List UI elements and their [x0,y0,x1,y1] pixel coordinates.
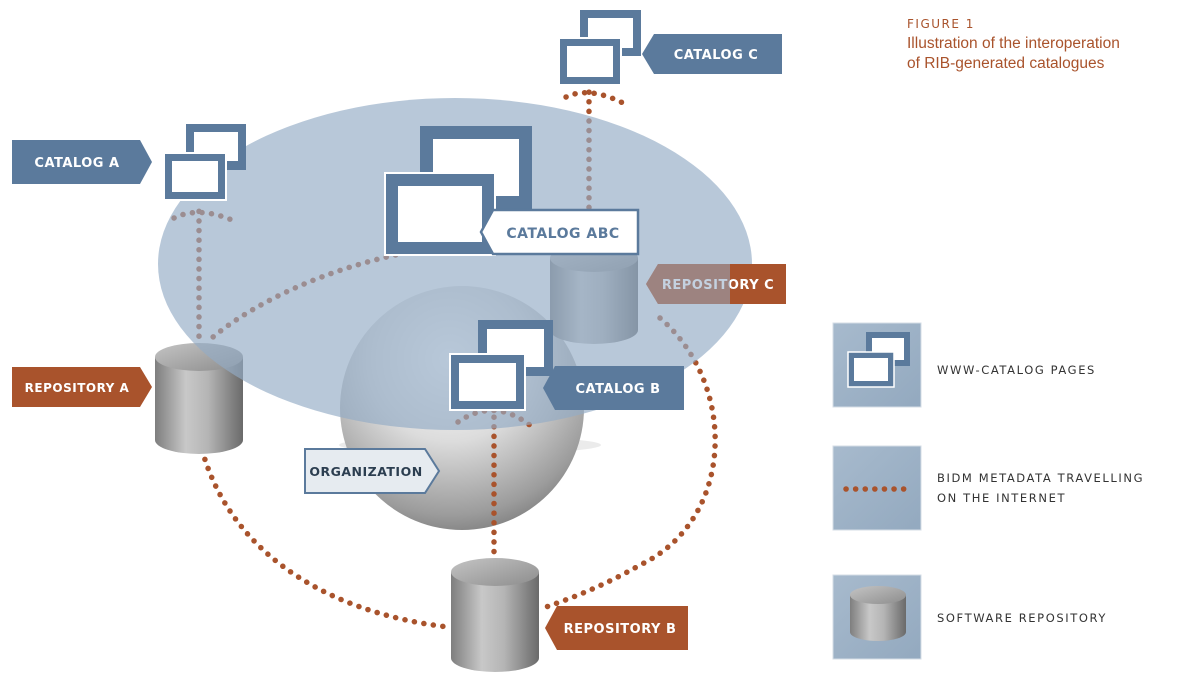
repository-b-cylinder [451,558,539,672]
catalog-c-label: CATALOG C [642,34,782,74]
legend-catalog-pages-text: WWW-CATALOG PAGES [937,363,1096,377]
repository-a-label: REPOSITORY A [12,367,152,407]
legend-metadata-item: BIDM METADATA TRAVELLING ON THE INTERNET [832,445,1144,531]
legend-metadata-text-line-1: BIDM METADATA TRAVELLING [937,471,1144,485]
catalog-abc-text: CATALOG ABC [506,226,619,242]
figure-caption: FIGURE 1 Illustration of the interoperat… [907,14,1191,74]
figure-number: FIGURE 1 [907,17,975,31]
repository-a-text: REPOSITORY A [25,381,130,395]
catalog-a-label: CATALOG A [12,140,152,184]
catalog-c-text: CATALOG C [674,48,759,63]
metadata-path-c-fan [563,89,626,106]
figure-caption-line-2: of RIB-generated catalogues [907,55,1105,72]
organization-text: ORGANIZATION [309,464,422,479]
repository-b-label: REPOSITORY B [545,606,688,650]
metadata-path-repo-c-to-b [543,315,718,610]
catalog-a-text: CATALOG A [34,156,119,171]
catalog-abc-pages-icon [384,126,532,256]
legend-cylinder-icon [850,586,906,641]
catalog-c-pages-icon [558,10,641,86]
catalog-abc-label: CATALOG ABC [479,208,640,256]
catalog-b-label: CATALOG B [543,366,684,410]
catalog-b-text: CATALOG B [576,382,661,397]
metadata-path-repo-a-to-b [193,419,451,630]
legend: WWW-CATALOG PAGES BIDM METADATA TRAVELLI… [832,322,1144,660]
catalog-a-pages-icon [163,124,246,201]
repository-c-label-overlay [646,264,730,304]
organization-label: ORGANIZATION [304,448,441,494]
catalog-b-pages-icon [449,320,553,411]
legend-catalog-pages-item: WWW-CATALOG PAGES [832,322,1096,408]
legend-repository-item: SOFTWARE REPOSITORY [832,574,1107,660]
repository-b-text: REPOSITORY B [564,622,677,637]
figure-caption-line-1: Illustration of the interoperation [907,35,1120,52]
legend-metadata-text-line-2: ON THE INTERNET [937,491,1066,505]
legend-repository-text: SOFTWARE REPOSITORY [937,611,1107,625]
network-ellipse [158,98,752,430]
